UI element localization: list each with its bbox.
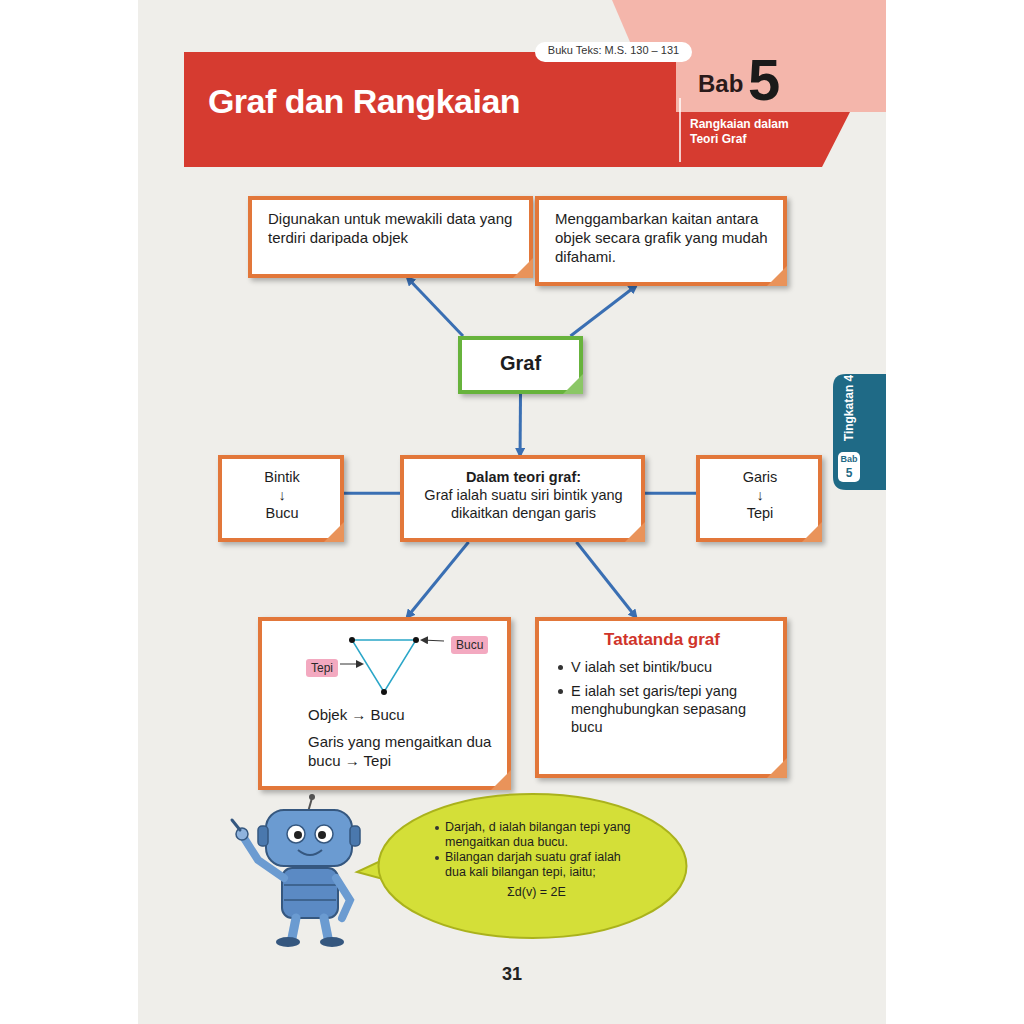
info-card: Digunakan untuk mewakili data yang terdi… xyxy=(248,196,533,278)
node-text: Digunakan untuk mewakili data yang terdi… xyxy=(268,209,515,247)
node-text: Bintik xyxy=(238,468,326,486)
connector-arrow xyxy=(408,278,463,336)
node-text: Tepi xyxy=(716,504,804,522)
page-title: Graf dan Rangkaian xyxy=(184,82,544,121)
connector-arrow xyxy=(344,492,400,495)
speech-bubble: Darjah, d ialah bilangan tepi yang menga… xyxy=(395,806,670,926)
node-text: ↓ xyxy=(716,486,804,504)
tag-label: Tepi xyxy=(306,659,338,677)
node-text: Garis yang mengaitkan dua bucu → Tepi xyxy=(308,732,493,770)
notation-card: Tatatanda graf V ialah set bintik/bucu E i… xyxy=(535,617,787,778)
tab-chapter-word: Bab xyxy=(838,454,860,464)
tag-label: Bucu xyxy=(451,636,488,654)
node-text: Bilangan darjah suatu graf ialah dua kal… xyxy=(433,850,640,880)
connector-arrow xyxy=(571,286,636,336)
chapter-number: 5 xyxy=(748,50,780,110)
node-text: Tatatanda graf xyxy=(555,630,769,650)
node-text: Graf ialah suatu siri bintik yang dikait… xyxy=(420,486,627,522)
node-text: Menggambarkan kaitan antara objek secara… xyxy=(555,209,769,266)
node-text: Garis xyxy=(716,468,804,486)
textbook-ref: Buku Teks: M.S. 130 – 131 xyxy=(535,44,692,56)
connector-arrow xyxy=(645,492,696,495)
info-card: Menggambarkan kaitan antara objek secara… xyxy=(535,196,787,286)
connector-arrow xyxy=(519,394,522,455)
term-card: Garis↓Tepi xyxy=(696,455,822,542)
page-number: 31 xyxy=(480,964,544,985)
node-text: Objek → Bucu xyxy=(308,705,493,724)
form-tab: Tingkatan 4 xyxy=(842,358,858,458)
node-text: ↓ xyxy=(238,486,326,504)
node-text: Graf xyxy=(472,352,569,375)
node-text: Tepi xyxy=(311,660,333,676)
connector-arrow xyxy=(576,542,635,617)
node-text: Σd(v) = 2E xyxy=(433,883,640,901)
chapter-word: Bab xyxy=(698,70,743,98)
node-text: Bucu xyxy=(238,504,326,522)
robot-illustration xyxy=(200,790,380,950)
term-card: Bintik↓Bucu xyxy=(218,455,344,542)
tab-chapter-number: 5 xyxy=(838,466,860,480)
node-text: E ialah set garis/tepi yang menghubungka… xyxy=(555,682,769,736)
node-text: Bucu xyxy=(456,637,483,653)
node-text: Darjah, d ialah bilangan tepi yang menga… xyxy=(433,820,640,850)
node-text: V ialah set bintik/bucu xyxy=(555,658,769,676)
connector-arrow xyxy=(407,542,468,617)
node-text: Dalam teori graf: xyxy=(420,468,627,486)
central-box: Graf xyxy=(458,336,583,394)
example-card: Objek → BucuGaris yang mengaitkan dua bu… xyxy=(258,617,511,790)
definition-card: Dalam teori graf:Graf ialah suatu siri b… xyxy=(400,455,645,542)
subtopic: Rangkaian dalam Teori Graf xyxy=(690,117,810,147)
